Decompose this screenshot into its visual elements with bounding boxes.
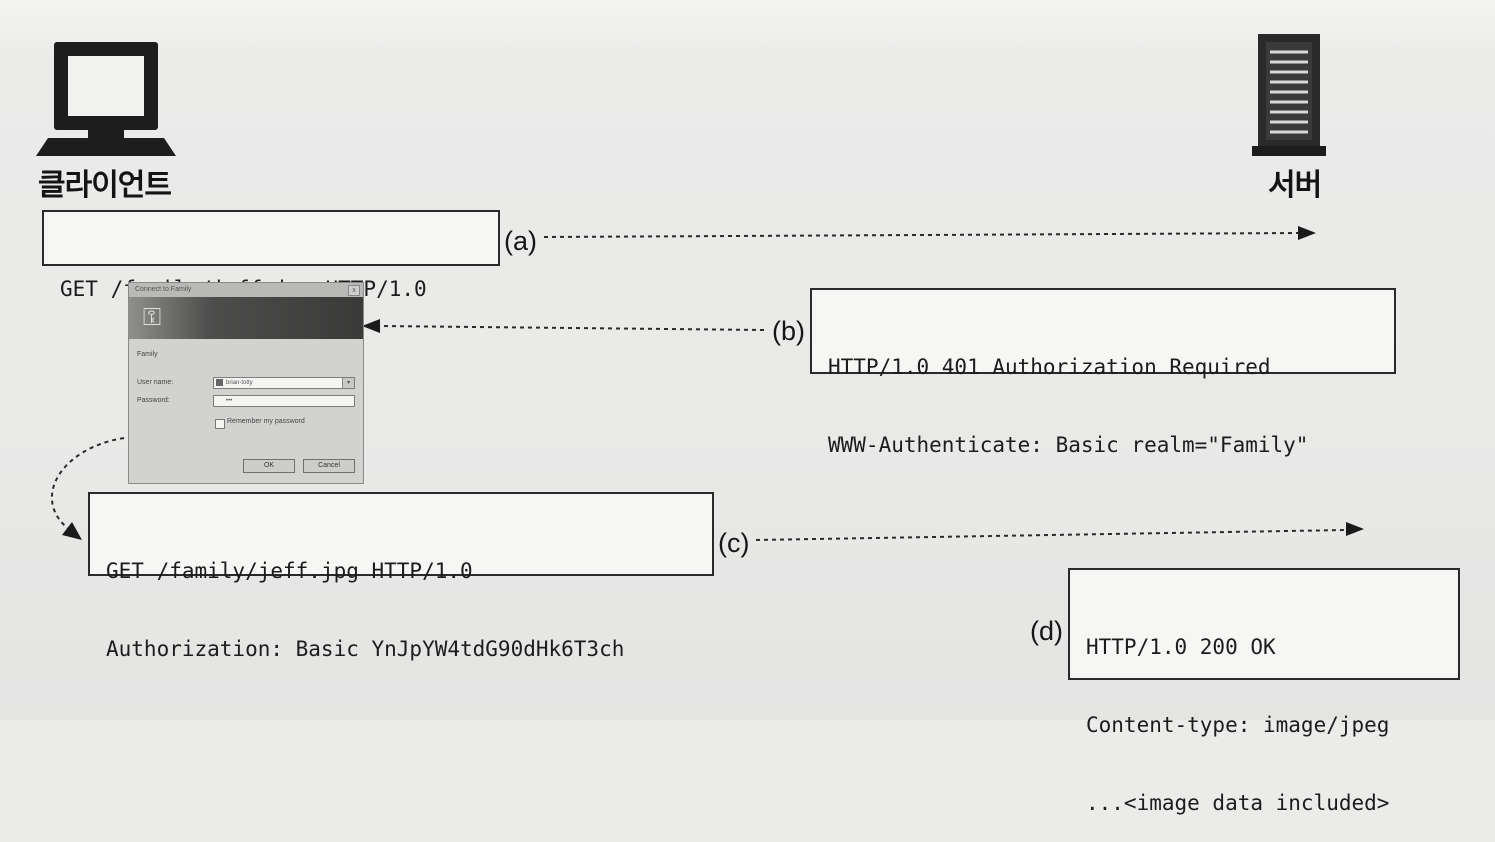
remember-label: Remember my password bbox=[227, 418, 305, 425]
computer-monitor-icon bbox=[36, 42, 176, 156]
response-b-box: HTTP/1.0 401 Authorization Required WWW-… bbox=[810, 288, 1396, 457]
key-icon: ⚿ bbox=[142, 304, 162, 331]
password-field[interactable]: ••• bbox=[213, 395, 355, 407]
step-d-label: (d) bbox=[1030, 616, 1063, 646]
response-b-line-2: WWW-Authenticate: Basic realm="Family" bbox=[828, 433, 1309, 457]
realm-label: Family bbox=[137, 351, 158, 358]
dialog-banner: ⚿ bbox=[129, 297, 363, 339]
close-icon[interactable]: x bbox=[348, 285, 360, 296]
server-tower-icon bbox=[1252, 34, 1326, 156]
username-field[interactable]: brian-totty ▾ bbox=[213, 377, 355, 389]
diagram-canvas bbox=[36, 34, 1364, 541]
remember-checkbox[interactable] bbox=[215, 419, 225, 429]
response-d-line-1: HTTP/1.0 200 OK bbox=[1086, 635, 1276, 659]
client-label: 클라이언트 bbox=[38, 168, 172, 203]
arrow-c bbox=[755, 522, 1364, 541]
dialog-title: Connect to Family bbox=[135, 286, 192, 293]
request-c-box: GET /family/jeff.jpg HTTP/1.0 Authorizat… bbox=[88, 492, 714, 661]
request-c-line-2: Authorization: Basic YnJpYW4tdG90dHk6T3c… bbox=[106, 637, 625, 661]
step-a-label: (a) bbox=[504, 226, 537, 256]
arrow-dialog-to-request bbox=[51, 437, 125, 540]
password-value: ••• bbox=[226, 398, 233, 404]
password-label: Password: bbox=[137, 397, 170, 404]
step-c-label: (c) bbox=[718, 528, 750, 558]
dialog-titlebar: Connect to Family x bbox=[129, 283, 363, 297]
cancel-button[interactable]: Cancel bbox=[303, 459, 355, 473]
response-b-line-1: HTTP/1.0 401 Authorization Required bbox=[828, 355, 1271, 379]
arrow-a bbox=[543, 226, 1316, 240]
username-label: User name: bbox=[137, 379, 174, 386]
response-d-box: HTTP/1.0 200 OK Content-type: image/jpeg… bbox=[1068, 568, 1460, 815]
login-dialog: Connect to Family x ⚿ Family User name: … bbox=[128, 282, 364, 484]
response-d-line-3: ...<image data included> bbox=[1086, 791, 1390, 815]
arrow-b bbox=[362, 319, 765, 333]
user-icon bbox=[216, 379, 223, 386]
request-c-line-1: GET /family/jeff.jpg HTTP/1.0 bbox=[106, 559, 473, 583]
username-value: brian-totty bbox=[226, 380, 253, 386]
ok-button[interactable]: OK bbox=[243, 459, 295, 473]
step-b-label: (b) bbox=[772, 316, 805, 346]
chevron-down-icon[interactable]: ▾ bbox=[342, 378, 354, 388]
response-d-line-2: Content-type: image/jpeg bbox=[1086, 713, 1390, 737]
request-a-box: GET /family/jeff.jpg HTTP/1.0 bbox=[42, 210, 500, 301]
server-label: 서버 bbox=[1268, 168, 1322, 203]
